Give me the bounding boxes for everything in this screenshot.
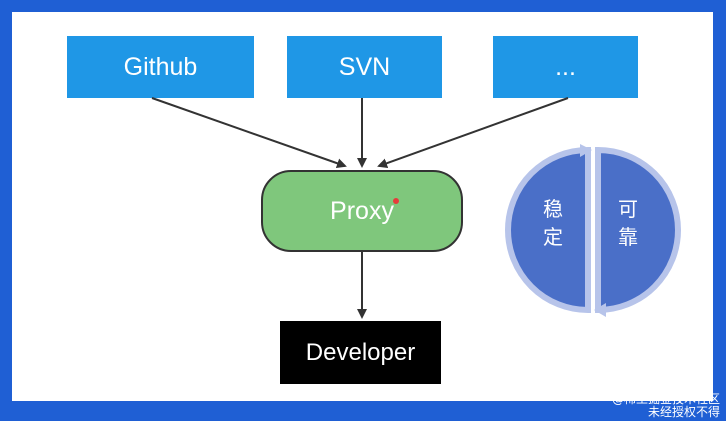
proxy-node: Proxy — [261, 170, 463, 252]
github-label: Github — [123, 52, 198, 81]
cycle-left-text: 稳 定 — [541, 195, 565, 251]
watermark: @稀土掘金技术社区 未经授权不得 — [612, 393, 720, 419]
cycle-left-char-2: 定 — [543, 225, 563, 249]
developer-label: Developer — [305, 338, 416, 366]
cycle-left-char-1: 稳 — [543, 197, 563, 221]
more-sources-label: ... — [555, 52, 576, 81]
cycle-arrow-top-icon — [580, 144, 592, 157]
pointer-dot — [393, 198, 399, 204]
watermark-line-2: 未经授权不得 — [647, 405, 720, 419]
github-box: Github — [67, 36, 254, 98]
cycle-right-char-1: 可 — [618, 197, 638, 221]
cycle-graphic — [505, 144, 681, 317]
arrow-more-to-proxy — [377, 97, 569, 168]
watermark-line-1: @稀土掘金技术社区 — [611, 392, 720, 406]
svn-label: SVN — [338, 52, 391, 81]
developer-box: Developer — [280, 321, 441, 384]
cycle-arrow-bottom-icon — [594, 303, 606, 317]
diagram-slide: Github SVN ... Proxy Developer 稳 定 — [12, 12, 713, 401]
cycle-left-half — [505, 146, 591, 314]
more-sources-box: ... — [493, 36, 638, 98]
cycle-right-half — [595, 146, 681, 314]
cycle-right-char-2: 靠 — [618, 225, 638, 249]
proxy-label: Proxy — [330, 196, 394, 225]
cycle-right-text: 可 靠 — [616, 195, 640, 251]
connector-arrows — [151, 97, 681, 319]
svn-box: SVN — [287, 36, 442, 98]
arrow-github-to-proxy — [151, 97, 347, 169]
